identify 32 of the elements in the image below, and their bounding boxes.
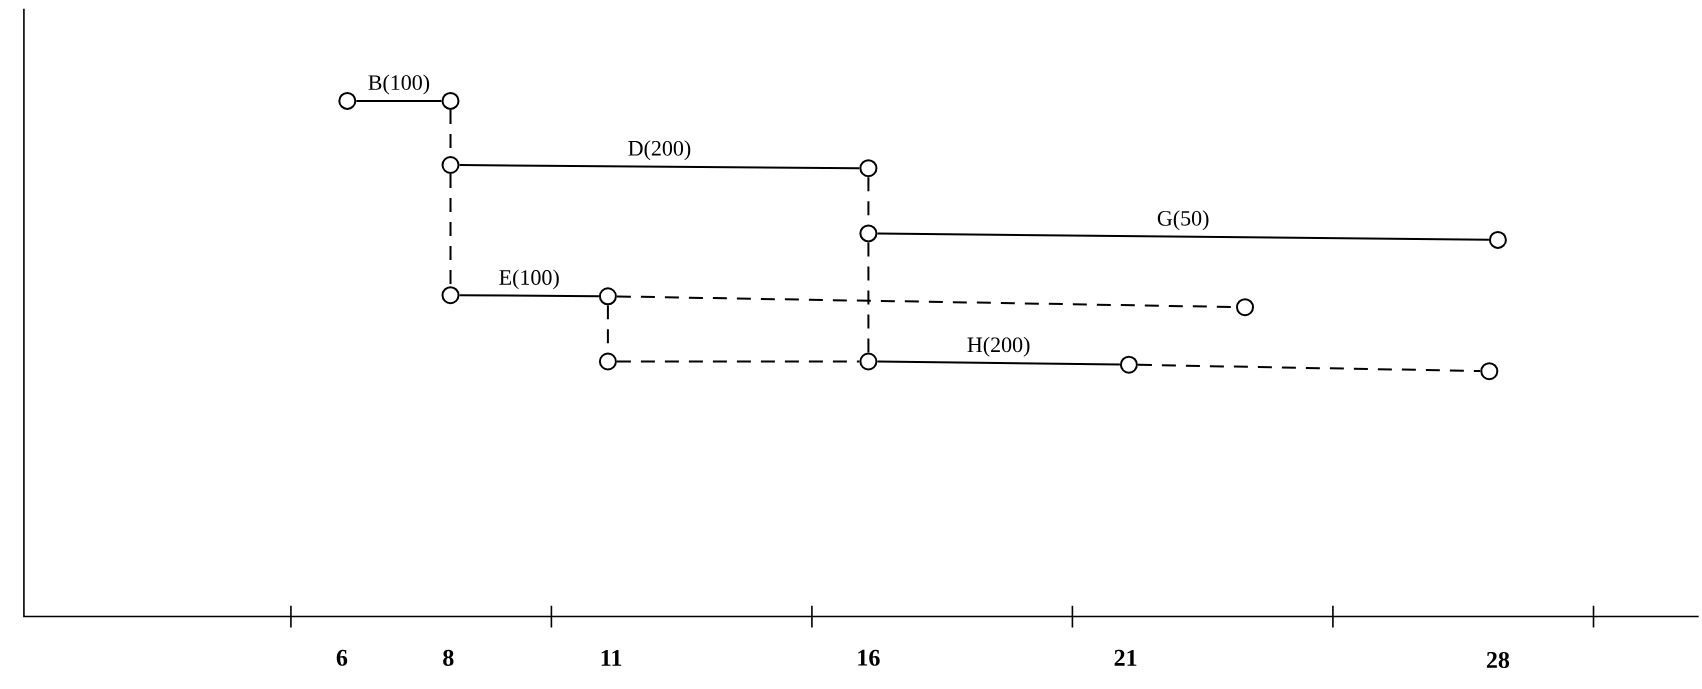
axis-label: 8 — [443, 649, 454, 666]
edge-label: B(100) — [365, 72, 433, 97]
edge-label: G(50) — [1154, 208, 1212, 233]
dashed-line — [1136, 363, 1482, 373]
event-circle — [598, 287, 617, 306]
event-circle — [598, 352, 617, 371]
activity-line — [458, 164, 861, 170]
axis-label: 6 — [336, 649, 348, 666]
event-circle — [1480, 362, 1499, 381]
event-circle — [1488, 230, 1507, 249]
event-circle — [859, 352, 878, 371]
activity-line — [876, 232, 1490, 241]
event-circle — [338, 91, 357, 110]
activity-line — [876, 360, 1121, 366]
axis-label: 21 — [1114, 649, 1137, 666]
activity-line — [355, 99, 443, 102]
event-circle — [1236, 298, 1254, 317]
dashed-line — [867, 241, 870, 354]
edge-label: H(200) — [964, 334, 1033, 359]
axis-label: 28 — [1486, 651, 1510, 669]
event-circle — [441, 91, 460, 110]
axis-label: 11 — [601, 649, 622, 666]
event-circle — [441, 156, 460, 174]
dashed-line — [615, 360, 861, 363]
axis-label: 16 — [858, 649, 880, 666]
activity-line — [458, 294, 600, 298]
event-circle — [441, 286, 460, 305]
event-circle — [859, 224, 878, 243]
edge-label: E(100) — [496, 267, 562, 292]
event-circle — [1119, 355, 1138, 374]
edge-label: D(200) — [625, 138, 694, 163]
event-circle — [859, 159, 878, 178]
